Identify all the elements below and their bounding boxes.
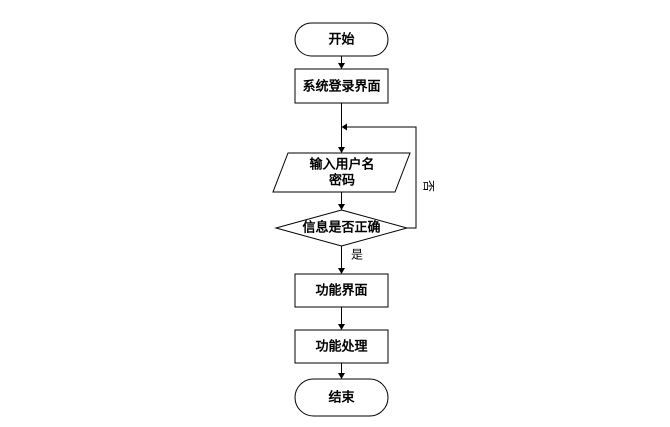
edge-start-login: [338, 56, 345, 69]
input-shape: [272, 152, 411, 193]
function-ui-node: 功能界面: [294, 273, 389, 308]
end-label: 结束: [328, 390, 355, 406]
function-process-node: 功能处理: [294, 329, 389, 364]
end-shape: [294, 378, 389, 417]
start-label: 开始: [328, 32, 354, 48]
yes-label: 是: [351, 248, 363, 262]
edge-decision-yes: 是: [338, 246, 363, 274]
decision-label: 信息是否正确: [302, 220, 380, 236]
function-process-shape: [294, 329, 389, 364]
arrowhead: [338, 268, 345, 274]
arrowhead: [338, 373, 345, 379]
arrowhead: [341, 123, 347, 131]
function-ui-shape: [294, 273, 389, 308]
login-shape: [294, 68, 389, 104]
login-label: 系统登录界面: [302, 79, 380, 95]
arrowhead: [338, 147, 345, 153]
input-node: 输入用户名 密码: [272, 152, 411, 193]
connector-line: [347, 126, 417, 229]
start-node: 开始: [294, 22, 389, 57]
edge-input-decision: [338, 192, 345, 210]
decision-node: 信息是否正确: [274, 209, 409, 247]
edge-decision-no-loop: 否: [341, 123, 436, 229]
input-label-line1: 输入用户名: [309, 157, 374, 173]
login-node: 系统登录界面: [294, 68, 389, 104]
function-ui-label: 功能界面: [315, 283, 367, 299]
edge-ui-process: [338, 307, 345, 330]
arrowhead: [338, 63, 345, 69]
edge-process-end: [338, 363, 345, 379]
edge-login-input: [338, 103, 345, 153]
input-label-line2: 密码: [328, 173, 355, 189]
function-process-label: 功能处理: [315, 339, 367, 355]
arrowhead: [338, 324, 345, 330]
end-node: 结束: [294, 378, 389, 417]
arrowhead: [338, 204, 345, 210]
no-label: 否: [422, 180, 436, 192]
